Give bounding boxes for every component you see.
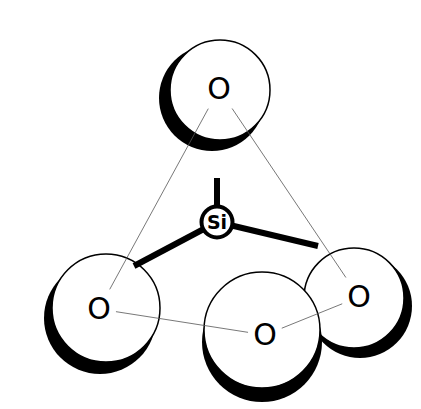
atom-symbol: O: [87, 294, 111, 324]
tetrahedron-edge: [110, 109, 209, 290]
oxygen-atom: O: [85, 292, 113, 326]
tetrahedron-edge: [282, 304, 342, 328]
oxygen-sphere: [44, 254, 160, 374]
oxygen-atom: O: [205, 72, 233, 106]
bond-stick: [134, 178, 318, 266]
atom-symbol: Si: [207, 213, 227, 232]
atom-symbol: O: [347, 282, 371, 312]
atom-outline: [202, 207, 233, 238]
tetrahedron-edge: [232, 108, 346, 277]
silicon-atom: Si: [199, 204, 235, 240]
oxygen-atom: O: [251, 318, 279, 352]
oxygen-atom: O: [345, 280, 373, 314]
atom-symbol: O: [253, 320, 277, 350]
oxygen-sphere: [202, 272, 322, 402]
tetrahedron-edge: [116, 312, 248, 333]
oxygen-sphere: [159, 40, 270, 151]
atom-symbol: O: [207, 74, 231, 104]
